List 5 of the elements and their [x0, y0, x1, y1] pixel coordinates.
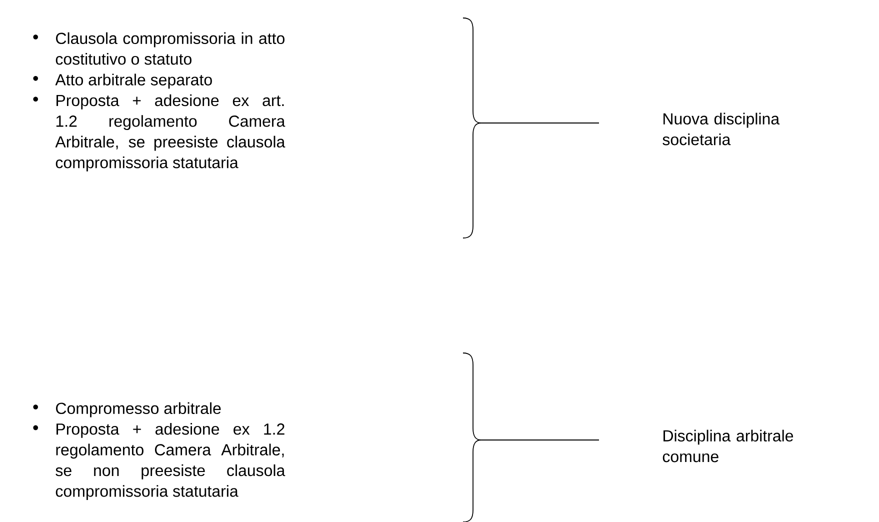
- bullet-list: Clausola compromissoria in atto costitutivo o statuto Atto arbitrale separato Proposta + adesione ex art. 1.2 regolamento Camera Arbitrale, se preesiste clausola compromissoria statutaria: [33, 32, 286, 172]
- category-label: Nuova disciplina societaria: [662, 112, 780, 146]
- category-label: Disciplina arbitrale comune: [662, 430, 794, 462]
- bullet-list: Compromesso arbitrale Proposta + adesione ex 1.2 regolamento Camera Arbitrale, se non preesiste clausola compromissoria statutaria: [33, 402, 286, 500]
- connector-line: [480, 122, 600, 124]
